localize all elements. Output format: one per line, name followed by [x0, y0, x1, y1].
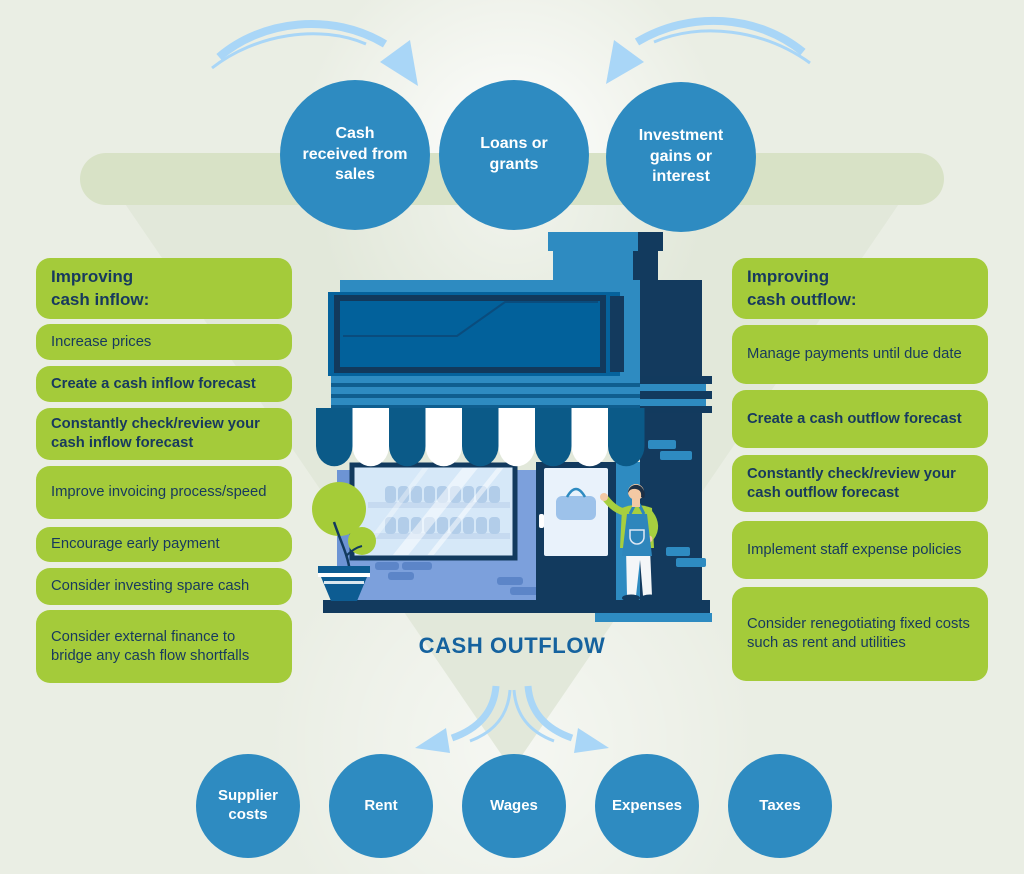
inflow-circle-cash-from-sales: Cash received from sales: [280, 80, 430, 230]
inflow-tip: Consider investing spare cash: [36, 568, 292, 605]
inflow-circle-investment-gains: Investment gains or interest: [606, 82, 756, 232]
outflow-tip: Create a cash outflow forecast: [732, 390, 988, 448]
outflow-circle-wages: Wages: [462, 754, 566, 858]
circle-label: Supplier costs: [217, 787, 278, 823]
awning-icon: [316, 408, 645, 467]
circle-label: Investment gains or interest: [638, 126, 724, 186]
inflow-tip: Encourage early payment: [36, 527, 292, 562]
inflow-tip: Improve invoicing process/speed: [36, 466, 292, 519]
outflow-tip: Manage payments until due date: [732, 325, 988, 384]
circle-label: Rent: [364, 796, 398, 814]
circle-label: Loans or grants: [480, 135, 548, 173]
inflow-tip: Create a cash inflow forecast: [36, 366, 292, 402]
inflow-tip: Constantly check/review your cash inflow…: [36, 408, 292, 460]
shopkeeper-icon: [600, 484, 659, 602]
cash-outflow-label: CASH OUTFLOW: [418, 633, 606, 658]
inflow-arrow-left-icon: [211, 20, 418, 86]
improving-cash-outflow-header: Improving cash outflow:: [732, 258, 988, 319]
plant-icon: [312, 482, 376, 601]
outflow-tip: Constantly check/review your cash outflo…: [732, 455, 988, 512]
outflow-tip: Consider renegotiating fixed costs such …: [732, 587, 988, 681]
outflow-circle-rent: Rent: [329, 754, 433, 858]
inflow-circle-loans-grants: Loans or grants: [439, 80, 589, 230]
inflow-tip: Increase prices: [36, 324, 292, 360]
inflow-tip: Consider external finance to bridge any …: [36, 610, 292, 683]
improving-cash-inflow-header: Improving cash inflow:: [36, 258, 292, 319]
outflow-tip: Implement staff expense policies: [732, 521, 988, 579]
storefront-illustration-icon: [312, 232, 712, 622]
circle-label: Taxes: [759, 796, 801, 814]
circle-label: Wages: [490, 796, 538, 814]
circle-label: Cash received from sales: [302, 124, 408, 184]
inflow-arrow-right-icon: [606, 16, 811, 84]
outflow-circle-supplier-costs: Supplier costs: [196, 754, 300, 858]
outflow-circle-expenses: Expenses: [595, 754, 699, 858]
outflow-circle-taxes: Taxes: [728, 754, 832, 858]
circle-label: Expenses: [611, 796, 683, 814]
